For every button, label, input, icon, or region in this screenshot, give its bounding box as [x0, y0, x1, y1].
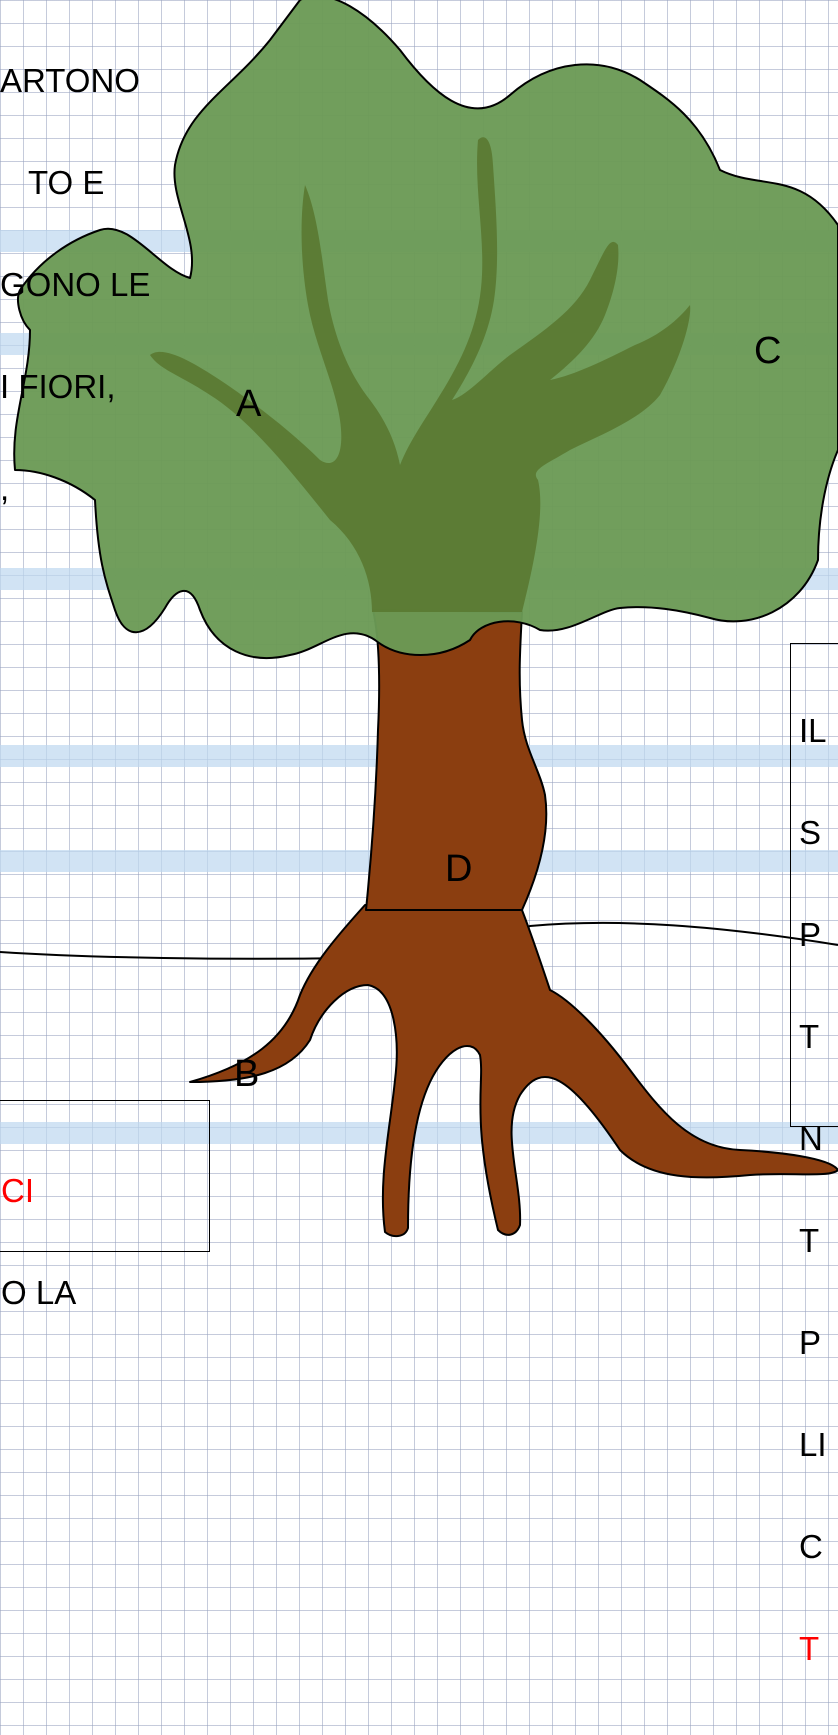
text-line: ,	[0, 470, 10, 507]
roots	[189, 904, 838, 1238]
text-line: T	[799, 1018, 820, 1055]
text-line: O LA	[1, 1274, 77, 1311]
label-b: B	[234, 1053, 260, 1095]
trunk	[365, 609, 548, 911]
right-box-text: IL S P T N T P LI C T	[799, 646, 838, 1734]
text-line: C	[799, 1528, 823, 1565]
branches	[150, 137, 691, 612]
bottom-left-text-box: CI O LA	[0, 1100, 210, 1310]
text-line: N	[799, 1120, 823, 1157]
text-line: ARTONO	[0, 62, 140, 99]
tree-diagram	[0, 0, 838, 1238]
text-line-highlight: T	[799, 1630, 820, 1667]
text-line: GONO LE	[0, 266, 151, 303]
description-text-top-left: ARTONO TO E GONO LE I FIORI, ,	[0, 0, 150, 540]
foliage	[13, 0, 838, 659]
text-line: TO E	[28, 164, 105, 201]
text-line: IL	[799, 712, 827, 749]
text-line: P	[799, 1324, 822, 1361]
text-line-highlight: CI	[1, 1172, 34, 1209]
label-a: A	[236, 383, 262, 425]
text-line: T	[799, 1222, 820, 1259]
label-c: C	[754, 330, 782, 372]
text-line: P	[799, 916, 822, 953]
text-line: LI	[799, 1426, 827, 1463]
bottom-box-text: CI O LA	[1, 1106, 211, 1378]
right-text-box: IL S P T N T P LI C T	[790, 643, 838, 1666]
text-line: S	[799, 814, 822, 851]
label-d: D	[445, 848, 473, 890]
text-line: I FIORI,	[0, 368, 116, 405]
